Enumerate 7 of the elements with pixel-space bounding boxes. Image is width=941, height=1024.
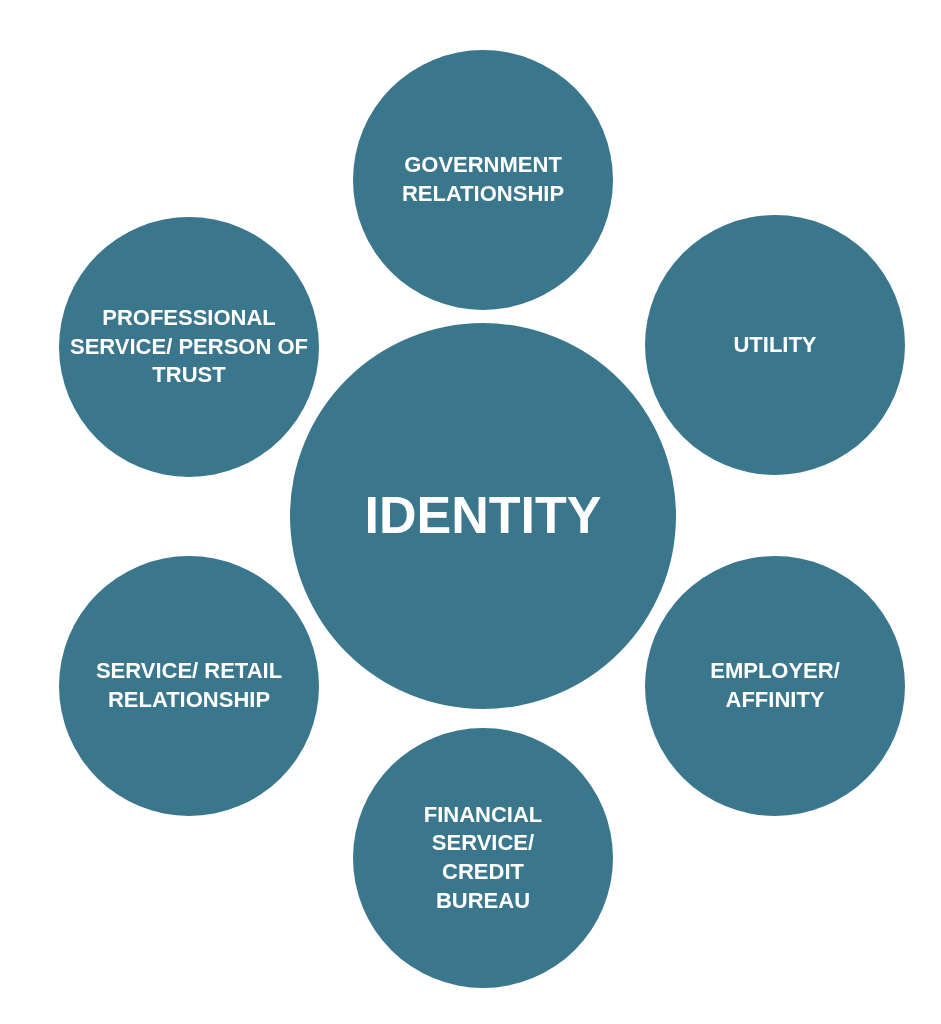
circle-label: IDENTITY: [364, 485, 602, 547]
circle-label: PROFESSIONAL SERVICE/ PERSON OF TRUST: [69, 304, 309, 390]
circle-label: EMPLOYER/ AFFINITY: [709, 657, 841, 714]
circle-label: UTILITY: [733, 330, 817, 359]
circle-label: SERVICE/ RETAIL RELATIONSHIP: [94, 657, 284, 714]
circle-label: GOVERNMENT RELATIONSHIP: [400, 151, 566, 208]
circle-label: FINANCIAL SERVICE/ CREDIT BUREAU: [422, 800, 544, 915]
